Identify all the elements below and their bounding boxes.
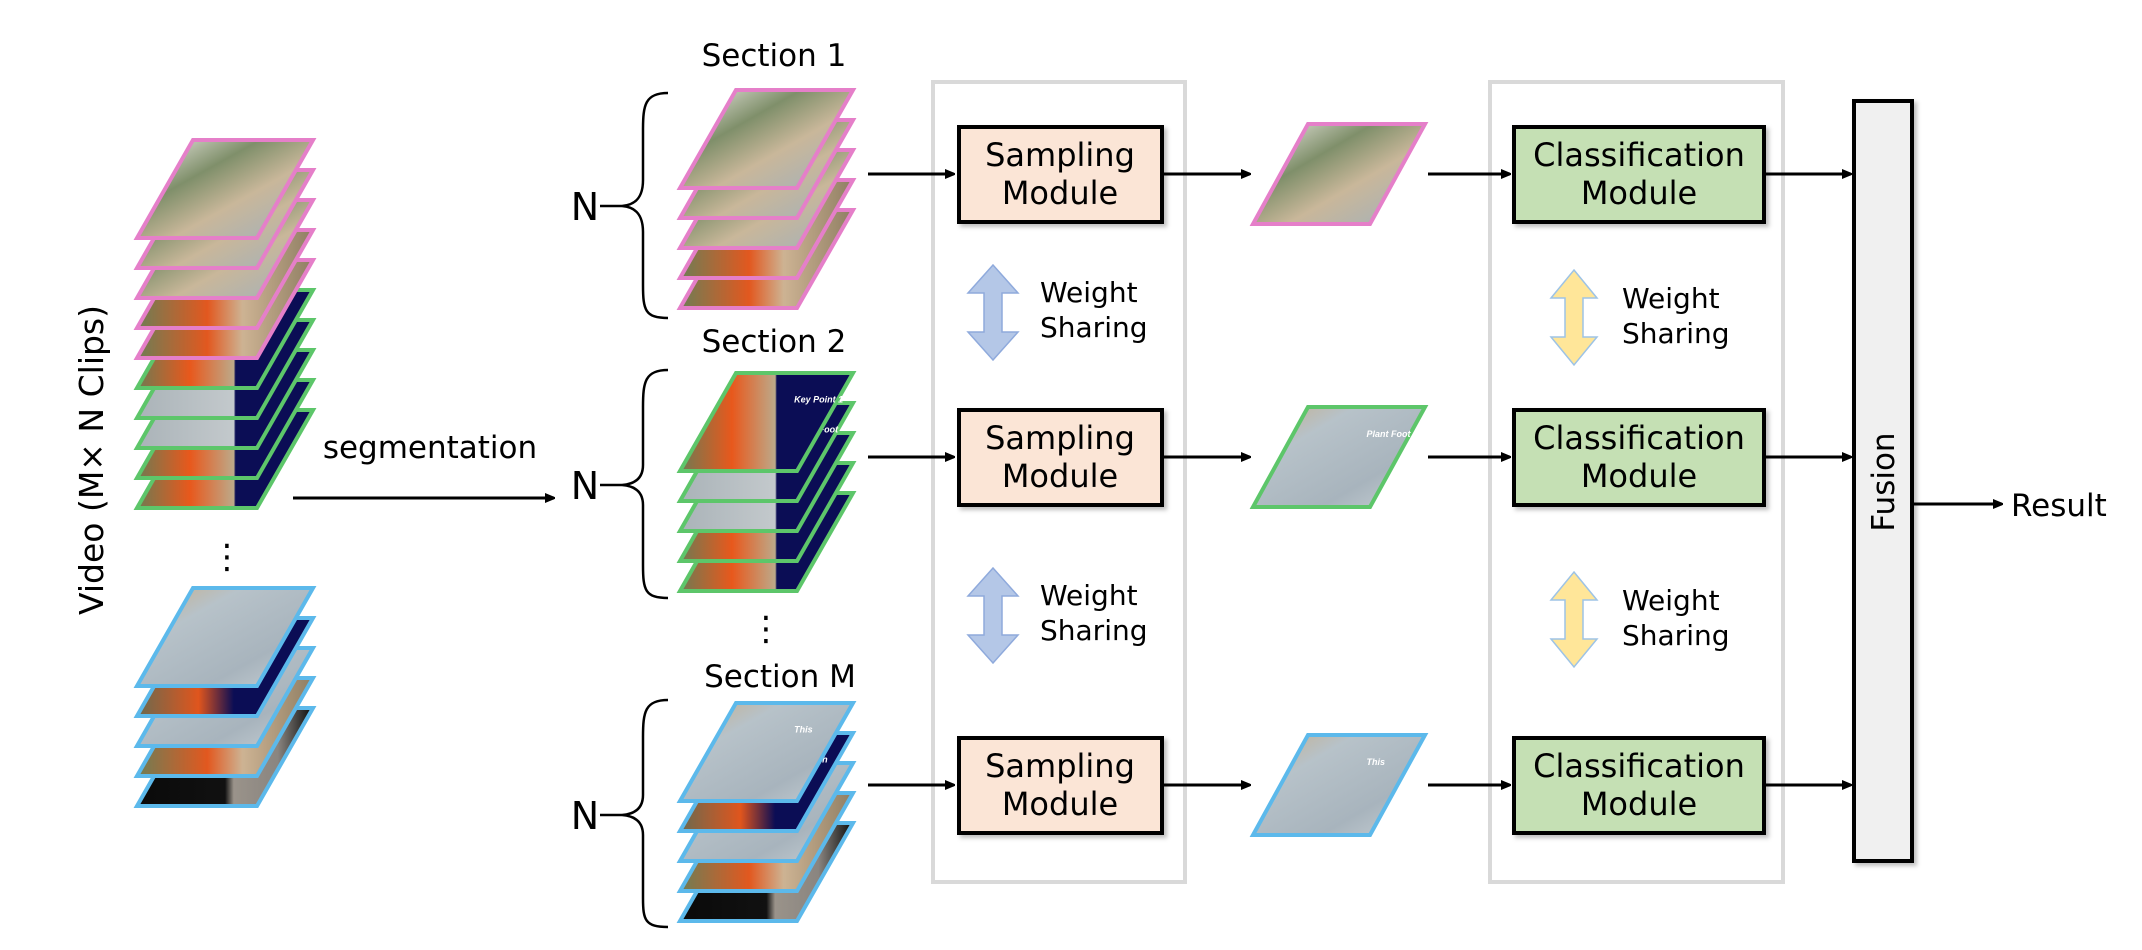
sampling-module-2-line1: Sampling	[985, 419, 1135, 457]
classification-module-2-line1: Classification	[1533, 419, 1745, 457]
sampling-module-1[interactable]: Sampling Module	[957, 125, 1164, 224]
fusion-label: Fusion	[1866, 432, 1902, 531]
weight-sharing-line2: Sharing	[1040, 311, 1148, 344]
segmentation-label: segmentation	[323, 430, 537, 466]
weight-sharing-line1: Weight	[1040, 276, 1138, 309]
section-m-title: Section M	[704, 659, 856, 695]
classification-module-1-line1: Classification	[1533, 136, 1745, 174]
result-label: Result	[2011, 488, 2107, 524]
classification-module-2[interactable]: Classification Module	[1512, 408, 1766, 507]
section-2-title: Section 2	[702, 324, 847, 360]
weight-sharing-line1: Weight	[1622, 282, 1720, 315]
sampling-group-container	[931, 80, 1187, 884]
classification-group-container	[1488, 80, 1785, 884]
sampled-frame-2: Plant Foot	[1249, 405, 1429, 509]
sampled-frame-1	[1249, 122, 1429, 226]
classification-module-2-line2: Module	[1581, 457, 1697, 495]
clip-frame: This	[676, 701, 857, 803]
clip-frame	[133, 138, 317, 240]
double-arrow-icon	[1549, 570, 1599, 669]
video-clip-stack-top	[133, 138, 317, 510]
frame-caption: This	[1367, 757, 1386, 767]
double-arrow-icon	[1549, 268, 1599, 367]
video-ellipsis: ⋮	[210, 537, 244, 577]
clip-frame: Key Point 1	[676, 371, 857, 473]
weight-sharing-line2: Sharing	[1040, 614, 1148, 647]
double-arrow-icon	[966, 263, 1020, 362]
frame-caption: Plant Foot	[1367, 429, 1412, 439]
sampling-module-3[interactable]: Sampling Module	[957, 736, 1164, 835]
sampling-weight-sharing-2: Weight Sharing	[966, 566, 1148, 665]
frame-caption: This	[794, 724, 813, 734]
classification-module-3[interactable]: Classification Module	[1512, 736, 1766, 835]
classification-weight-sharing-2: Weight Sharing	[1549, 570, 1730, 669]
section-2-brace	[600, 368, 669, 600]
video-label: Video (M× N Clips)	[72, 305, 111, 615]
fusion-block[interactable]: Fusion	[1852, 99, 1914, 863]
weight-sharing-line2: Sharing	[1622, 317, 1730, 350]
sampling-module-3-line2: Module	[1002, 785, 1118, 823]
section-2-clip-stack: Plant FootKey Point 1	[676, 371, 857, 593]
classification-module-3-line1: Classification	[1533, 747, 1745, 785]
weight-sharing-line1: Weight	[1040, 579, 1138, 612]
frame-caption: Key Point 1	[794, 394, 843, 404]
sampled-frame-3: This	[1249, 733, 1429, 837]
clip-frame	[676, 88, 857, 190]
sampling-weight-sharing-1: Weight Sharing	[966, 263, 1148, 362]
section-m-clip-stack: EnoughThis	[676, 701, 857, 923]
weight-sharing-line1: Weight	[1622, 584, 1720, 617]
section-1-title: Section 1	[702, 38, 847, 74]
sampling-module-1-line2: Module	[1002, 174, 1118, 212]
double-arrow-icon	[966, 566, 1020, 665]
sampling-module-1-line1: Sampling	[985, 136, 1135, 174]
sampling-module-2-line2: Module	[1002, 457, 1118, 495]
video-clip-stack-bottom	[133, 586, 317, 808]
section-1-brace	[600, 91, 669, 320]
classification-module-1[interactable]: Classification Module	[1512, 125, 1766, 224]
classification-module-3-line2: Module	[1581, 785, 1697, 823]
section-2-n-label: N	[571, 464, 599, 508]
sampling-module-3-line1: Sampling	[985, 747, 1135, 785]
weight-sharing-line2: Sharing	[1622, 619, 1730, 652]
sampling-module-2[interactable]: Sampling Module	[957, 408, 1164, 507]
section-1-n-label: N	[571, 185, 599, 229]
section-ellipsis: ⋮	[749, 609, 783, 649]
section-1-clip-stack	[676, 88, 857, 310]
section-m-brace	[600, 698, 669, 929]
clip-frame	[133, 586, 317, 688]
classification-module-1-line2: Module	[1581, 174, 1697, 212]
section-m-n-label: N	[571, 794, 599, 838]
classification-weight-sharing-1: Weight Sharing	[1549, 268, 1730, 367]
